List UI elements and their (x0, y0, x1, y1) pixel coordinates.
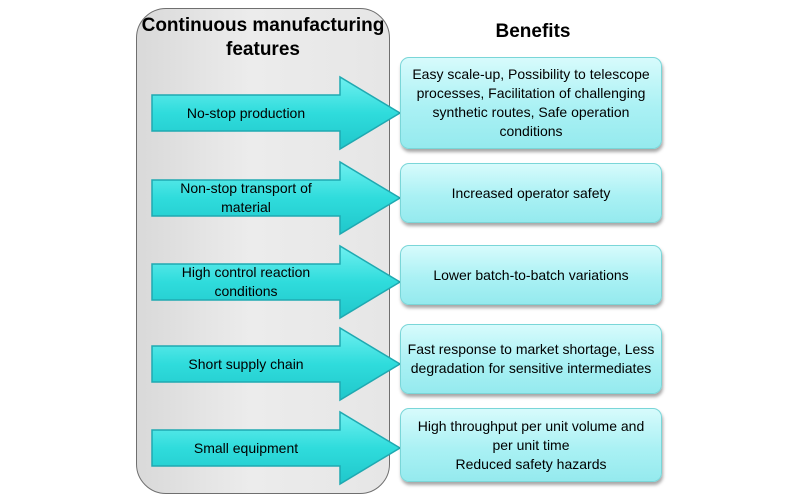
feature-label: No-stop production (186, 104, 306, 121)
arrow-shape (151, 410, 402, 486)
feature-arrow-short-supply-chain: Short supply chain (151, 326, 402, 402)
feature-arrow-small-equipment: Small equipment (151, 410, 402, 486)
feature-arrow-high-control: High control reaction conditions (151, 244, 402, 320)
benefit-box-operator-safety: Increased operator safety (400, 163, 662, 223)
feature-label: Non-stop transport of material (180, 180, 312, 215)
benefits-heading: Benefits (495, 21, 571, 42)
benefit-box-market-response: Fast response to market shortage, Less d… (400, 324, 662, 394)
feature-label: High control reaction conditions (181, 264, 311, 299)
arrow-shape (151, 244, 402, 320)
arrow-shape (151, 75, 402, 151)
feature-arrow-no-stop-production: No-stop production (151, 75, 402, 151)
arrow-shape (151, 160, 402, 236)
feature-arrow-non-stop-transport: Non-stop transport of material (151, 160, 402, 236)
features-heading: Continuous manufacturing features (141, 15, 385, 60)
feature-label: Small equipment (193, 439, 299, 456)
benefit-box-scale-up: Easy scale-up, Possibility to telescope … (400, 57, 662, 149)
feature-label: Short supply chain (188, 355, 304, 372)
benefit-box-throughput: High throughput per unit volume and per … (400, 408, 662, 482)
arrow-shape (151, 326, 402, 402)
benefit-box-batch-variations: Lower batch-to-batch variations (400, 245, 662, 305)
